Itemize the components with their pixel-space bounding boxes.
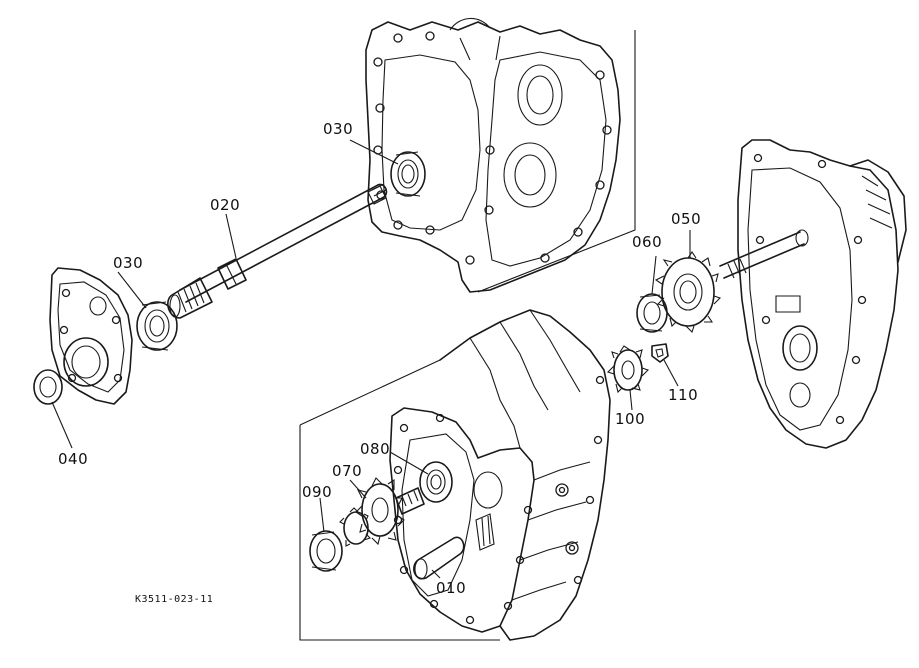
callout-090: 090 <box>302 483 333 501</box>
callout-030-left: 030 <box>113 254 144 272</box>
lower-housing <box>299 309 611 641</box>
upper-housing <box>365 17 636 293</box>
callout-020: 020 <box>210 196 241 214</box>
drawing-code: K3511-023-11 <box>135 594 214 605</box>
callout-110: 110 <box>668 386 699 404</box>
callout-030-upper: 030 <box>323 120 354 138</box>
callout-040: 040 <box>58 450 89 468</box>
gear-cluster-right <box>606 251 722 394</box>
callout-100: 100 <box>615 410 646 428</box>
shaft-assembly <box>136 151 426 351</box>
right-housing <box>719 139 907 449</box>
callout-010: 010 <box>436 579 467 597</box>
left-cover-plate <box>33 267 133 405</box>
callout-060: 060 <box>632 233 663 251</box>
callout-080: 080 <box>360 440 391 458</box>
callout-070: 070 <box>332 462 363 480</box>
leader-lines <box>51 139 691 579</box>
callout-050: 050 <box>671 210 702 228</box>
